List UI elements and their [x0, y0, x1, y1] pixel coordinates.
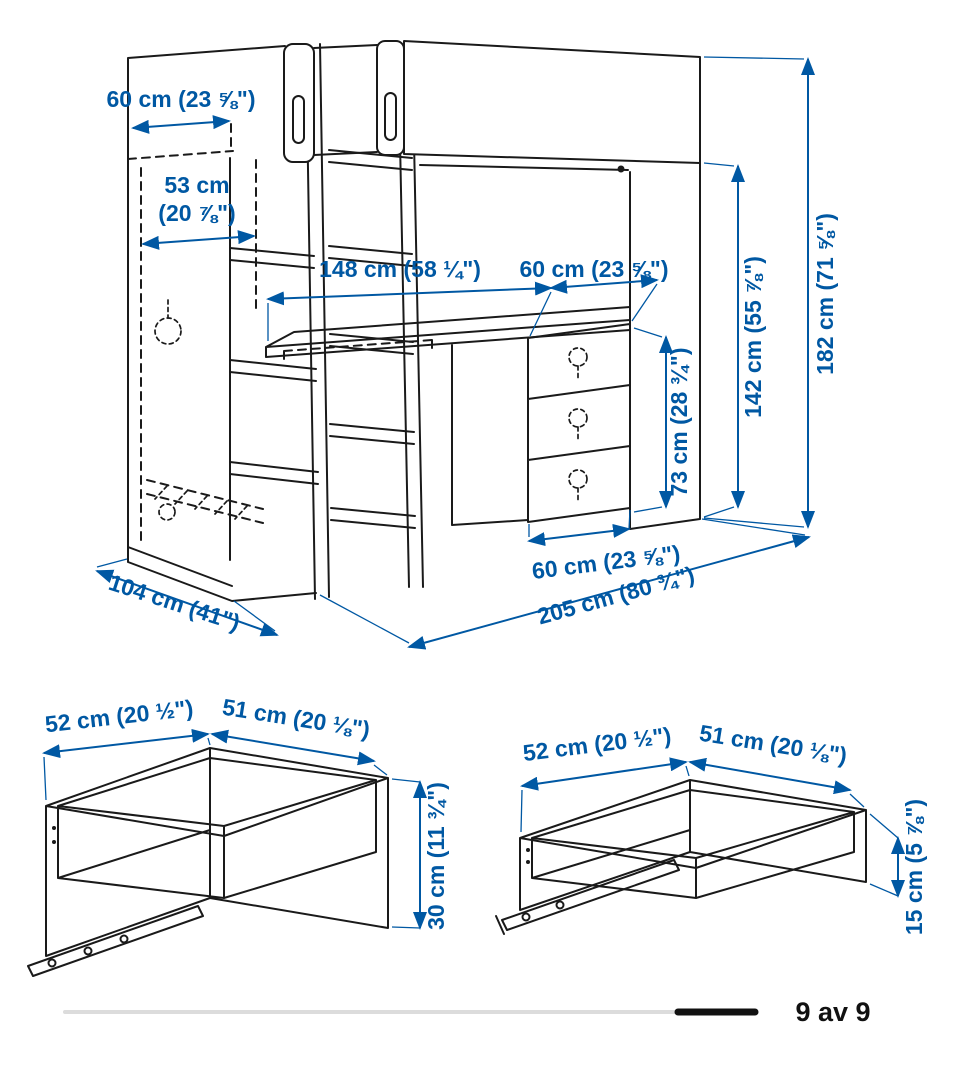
rail-wheel-icon [555, 900, 565, 910]
desk [265, 306, 631, 526]
rail-wheel-icon [521, 912, 531, 922]
dim-label-large-drawer-height: 30 cm (11 ¾") [423, 782, 449, 930]
ladder-rungs [328, 149, 416, 529]
handle-slot-icon [292, 95, 305, 144]
dim-label-inner-width-line2: (20 ⅞") [158, 200, 235, 226]
desk-hidden-edges [283, 339, 433, 364]
handle-slot-icon [384, 92, 397, 141]
small-drawer-diagram: 52 cm (20 ½") 51 cm (20 ⅛") 15 cm (5 ⅞") [495, 720, 927, 935]
screw-hole-icon [526, 848, 530, 852]
screw-hole-icon [526, 860, 530, 864]
dim-desk-length-arrow [266, 281, 553, 306]
dim-label-small-drawer-width: 52 cm (20 ½") [522, 722, 673, 766]
dim-label-small-drawer-height: 15 cm (5 ⅞") [901, 799, 927, 935]
small-drawer-extension-lines [520, 765, 899, 897]
wardrobe-fitting-icon [158, 503, 176, 521]
dim-bed-end-depth-arrow [549, 274, 659, 294]
bed-end-panel [629, 162, 701, 530]
small-drawer-box [519, 779, 867, 911]
wardrobe-shelf-hidden [146, 479, 264, 524]
dim-large-drawer-width-arrow [42, 728, 210, 759]
rail-wheel-icon [47, 958, 57, 968]
dim-inner-width-arrow [141, 230, 256, 250]
desk-back-support [451, 344, 529, 526]
footer: 9 av 9 [63, 997, 871, 1027]
rail-wheel-icon [83, 946, 93, 956]
dim-label-desk-length: 148 cm (58 ¼") [319, 256, 481, 282]
dim-overall-length-arrow [407, 534, 811, 650]
dim-label-small-drawer-depth: 51 cm (20 ⅛") [698, 720, 849, 769]
large-drawer-rail [27, 905, 204, 977]
dim-label-bed-end-depth: 60 cm (23 ⅝") [520, 256, 669, 282]
rail-wheel-icon [119, 934, 129, 944]
dim-small-drawer-depth-arrow [688, 757, 852, 795]
clothes-rail-icon [154, 317, 182, 345]
wardrobe-interior-hidden-lines [140, 159, 257, 546]
drawer-handle-icon [568, 408, 588, 428]
desk-top [265, 306, 631, 358]
main-extension-lines [96, 56, 806, 644]
bed-guard-rails [313, 44, 378, 156]
screw-hole-icon [52, 840, 56, 844]
bed-frame [283, 40, 701, 530]
drawer-unit-front [527, 323, 631, 523]
dim-small-drawer-width-arrow [520, 757, 688, 791]
ladder [305, 41, 424, 600]
wardrobe-hidden-top-edge [127, 123, 234, 160]
shelves [229, 247, 319, 485]
dim-label-desk-height: 73 cm (28 ¾") [666, 348, 692, 497]
ladder-rails [305, 41, 424, 600]
page-indicator: 9 av 9 [795, 997, 870, 1027]
shelf-column [229, 247, 319, 485]
large-drawer-diagram: 52 cm (20 ½") 51 cm (20 ⅛") 30 cm (11 ¾"… [27, 694, 449, 977]
dim-large-drawer-depth-arrow [210, 729, 376, 766]
dim-label-large-drawer-depth: 51 cm (20 ⅛") [221, 694, 372, 743]
wardrobe-shelf-hatching [154, 485, 248, 520]
large-drawer-box [45, 747, 389, 957]
dim-drawer-unit-width-arrow [527, 523, 631, 547]
dim-label-clearance: 142 cm (55 ⅞") [740, 256, 766, 418]
bed-post-right [376, 40, 405, 156]
main-diagram: 60 cm (23 ⅝") 53 cm (20 ⅞") 148 cm (58 ¼… [95, 40, 838, 650]
bed-post-left [283, 43, 315, 163]
dim-label-inner-width-line1: 53 cm [164, 172, 229, 198]
dim-label-overall-height: 182 cm (71 ⅝") [812, 213, 838, 375]
dim-overall-depth-arrow [95, 569, 279, 637]
drawer-handle-icon [568, 347, 588, 367]
small-drawer-rail [495, 859, 680, 935]
drawer-handle-icon [568, 469, 588, 489]
drawer-unit [527, 323, 631, 523]
screw-hole-icon [52, 826, 56, 830]
bed-underdeck-rail [419, 164, 629, 171]
bed-head-panel [403, 40, 701, 164]
dim-top-depth-arrow [131, 115, 231, 134]
dim-label-large-drawer-width: 52 cm (20 ½") [44, 695, 195, 738]
cam-lock-icon [617, 165, 625, 173]
dim-label-top-depth: 60 cm (23 ⅝") [107, 86, 256, 112]
